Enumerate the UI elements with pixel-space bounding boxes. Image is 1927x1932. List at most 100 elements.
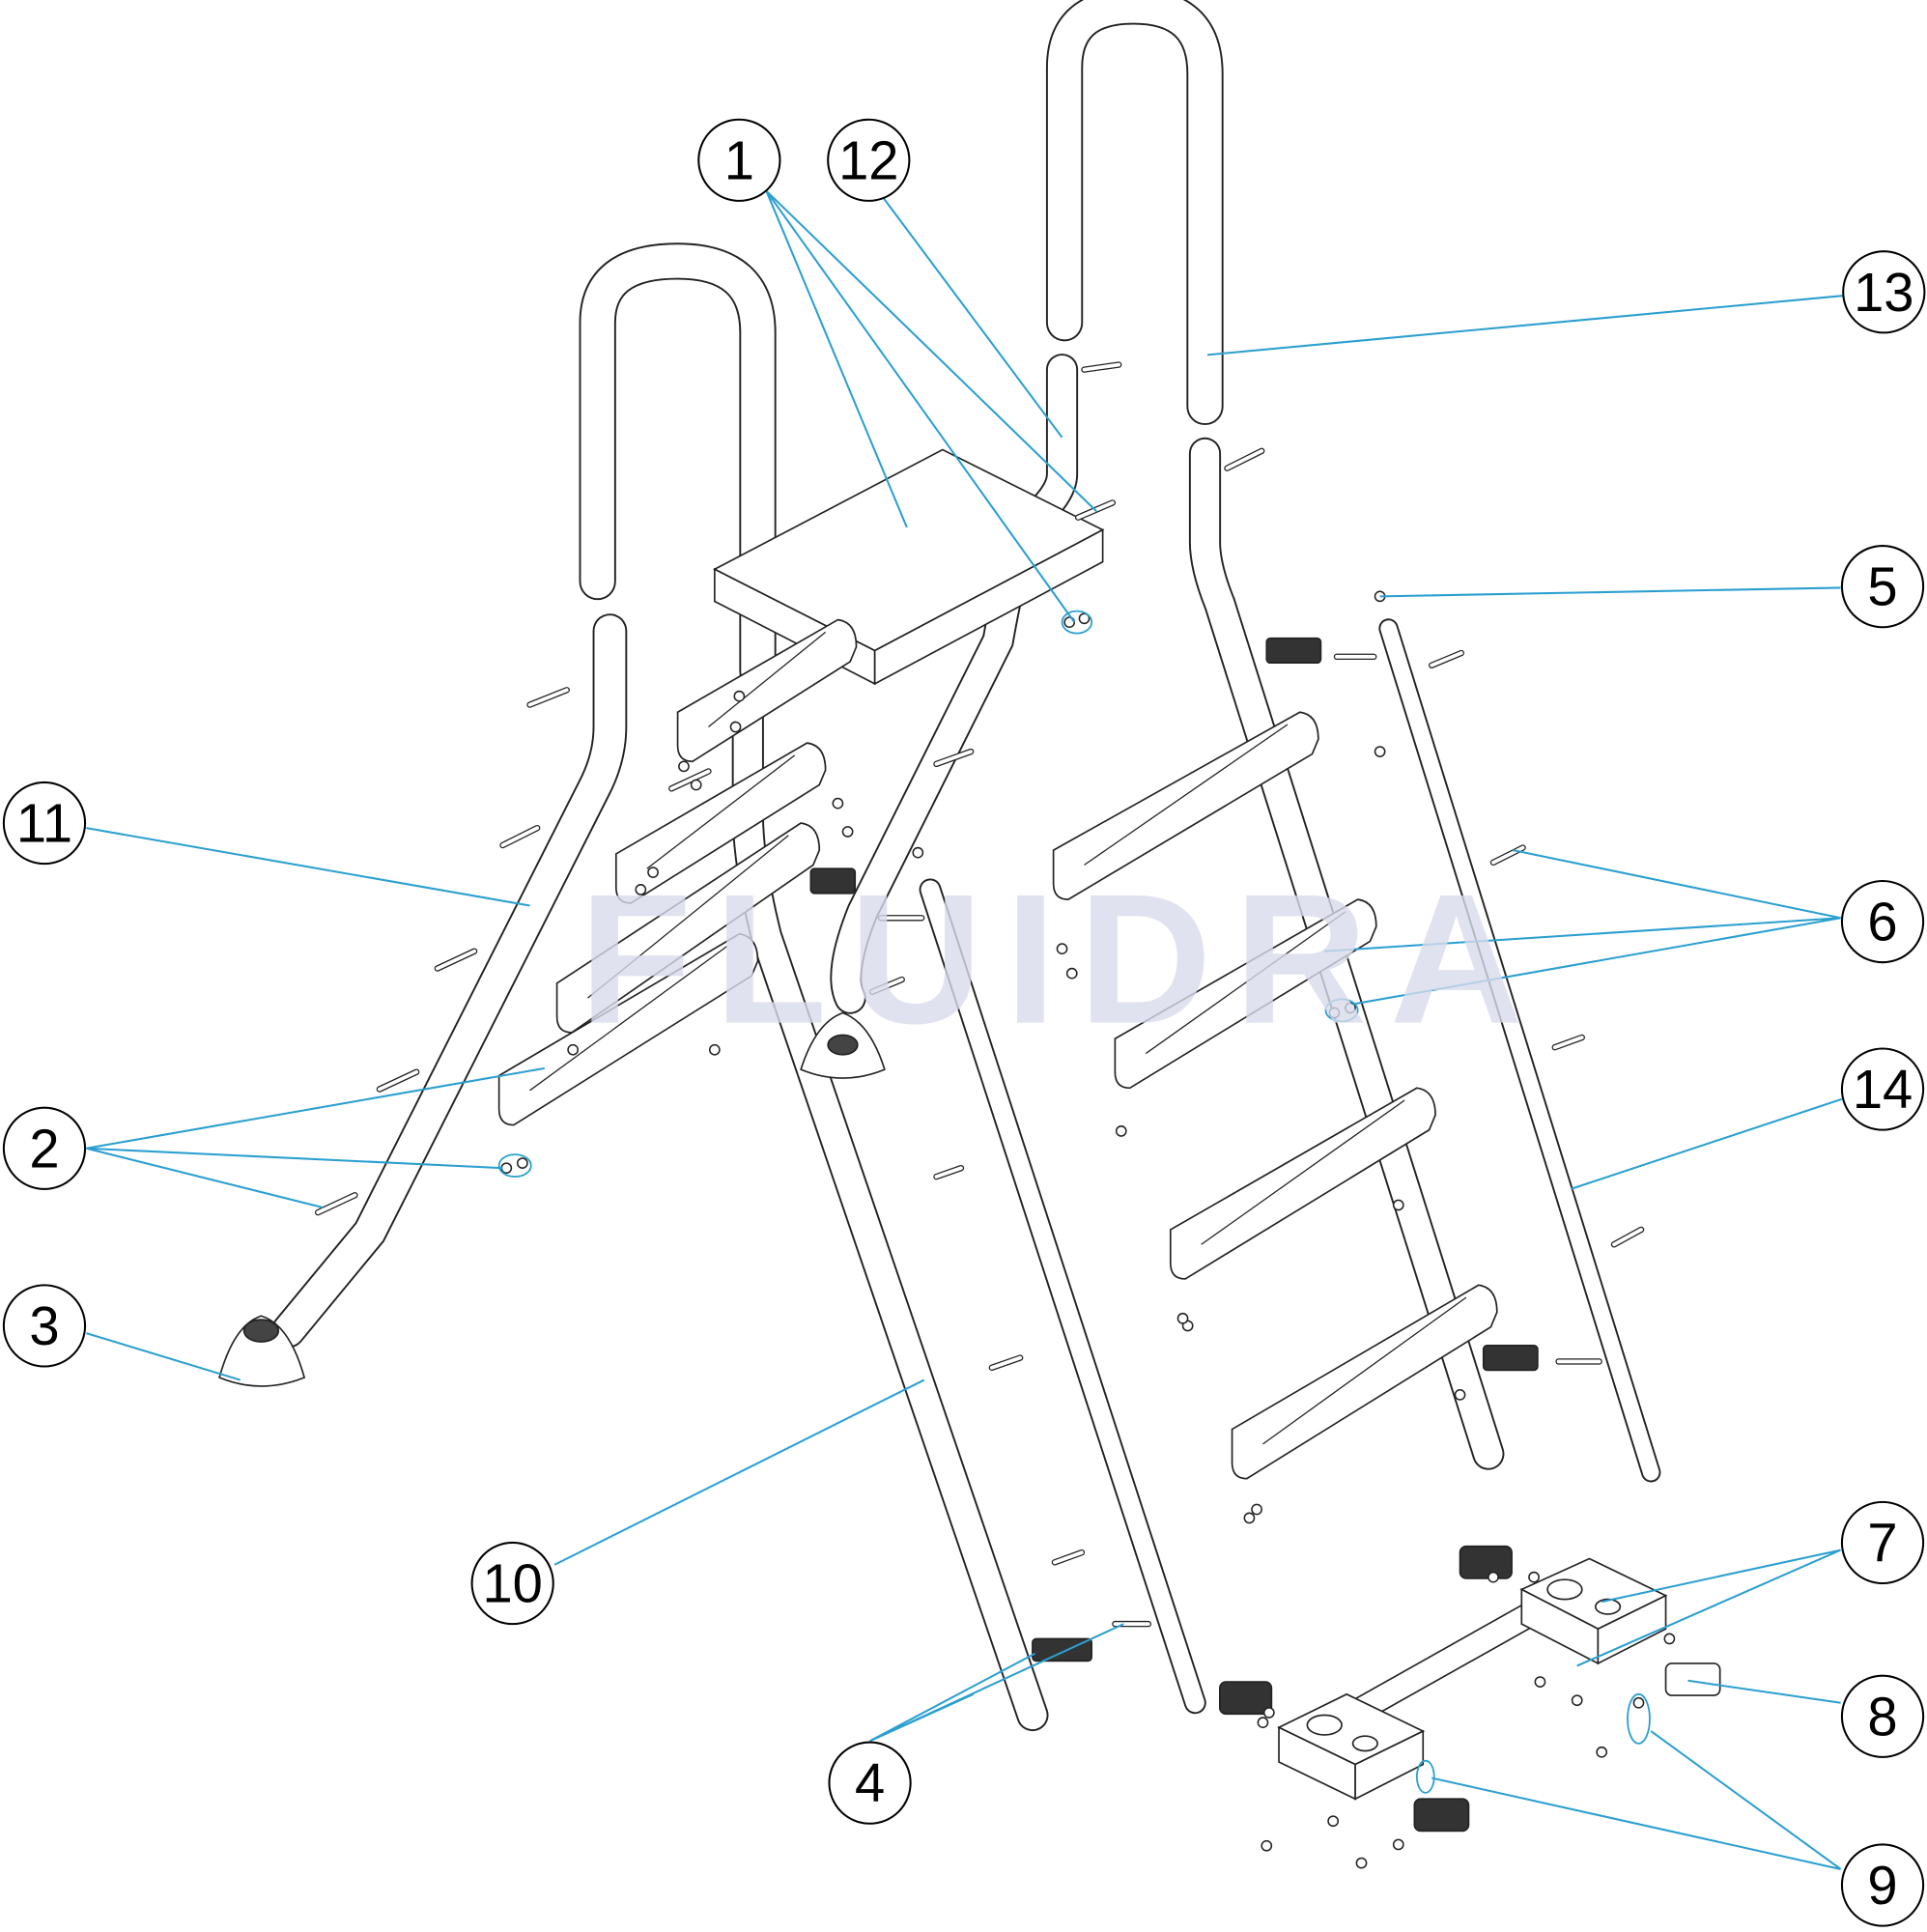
- step-tread: [1114, 898, 1377, 1090]
- step-edge: [646, 754, 796, 869]
- step-tread: [1169, 1087, 1436, 1280]
- nut: [690, 779, 702, 791]
- callout-5: 5: [1840, 545, 1925, 629]
- nut: [841, 826, 854, 838]
- steps: [497, 618, 1498, 1480]
- screw-fill: [1430, 651, 1463, 668]
- callout-7: 7: [1840, 1500, 1925, 1585]
- nut: [1115, 1125, 1127, 1137]
- nut: [635, 884, 647, 895]
- nut: [1355, 1857, 1368, 1869]
- callout-12: 12: [827, 118, 911, 202]
- screws-and-nuts: [314, 361, 1676, 1869]
- brackets: [809, 637, 1539, 1662]
- step-edge: [708, 631, 827, 728]
- nut: [832, 797, 844, 810]
- leader-lines: [86, 189, 1844, 1870]
- step-tread: [676, 618, 858, 763]
- svg-text:12: 12: [838, 129, 898, 190]
- step-tread: [614, 742, 827, 904]
- screw-fill: [934, 1166, 963, 1179]
- right-rear-rail-fill: [1190, 439, 1503, 1468]
- nut: [1176, 1312, 1189, 1324]
- callout-13: 13: [1842, 250, 1926, 334]
- callout-4: 4: [828, 1741, 912, 1825]
- fluidra-watermark: FLUIDRA: [580, 856, 1545, 1063]
- nut: [1374, 746, 1386, 757]
- right-thin-rail-fill: [1380, 620, 1659, 1481]
- svg-text:7: 7: [1867, 1512, 1897, 1573]
- step-tread: [1052, 711, 1319, 900]
- nut: [1262, 1707, 1275, 1719]
- svg-text:1: 1: [724, 129, 754, 190]
- step-edge: [587, 835, 789, 999]
- nut: [1534, 1676, 1546, 1688]
- callout-6: 6: [1840, 879, 1925, 964]
- screw-fill: [1491, 845, 1525, 865]
- callout-10: 10: [470, 1541, 554, 1626]
- right-handrail-fill: [1047, 0, 1222, 424]
- screw-fill: [1612, 1228, 1643, 1247]
- nut: [1488, 1571, 1499, 1583]
- svg-text:14: 14: [1853, 1059, 1913, 1120]
- nut: [517, 1157, 528, 1169]
- svg-text:4: 4: [855, 1752, 885, 1813]
- svg-text:2: 2: [29, 1118, 59, 1179]
- highlight-ring: [497, 1153, 532, 1179]
- step-edge: [1084, 724, 1289, 866]
- screw-fill: [435, 949, 477, 971]
- callout-11: 11: [2, 781, 87, 866]
- step-edge: [1201, 1099, 1405, 1245]
- end-caps: [1218, 1545, 1721, 1833]
- nut: [1243, 1512, 1256, 1524]
- highlight-ring: [1415, 1759, 1435, 1794]
- step-tread: [555, 822, 821, 1034]
- step-edge: [1262, 1296, 1467, 1445]
- svg-text:3: 3: [29, 1295, 59, 1356]
- screw-fill: [377, 1069, 419, 1092]
- nut: [1251, 1503, 1262, 1516]
- nut: [1328, 1007, 1341, 1019]
- nut: [1345, 1002, 1356, 1014]
- middle-thin-rail-fill: [921, 880, 1204, 1713]
- svg-text:11: 11: [16, 793, 72, 854]
- nut: [708, 1043, 721, 1056]
- svg-text:9: 9: [1867, 1855, 1897, 1916]
- nut: [678, 760, 690, 773]
- svg-text:8: 8: [1867, 1686, 1897, 1747]
- screw-fill: [500, 826, 540, 847]
- step-tread: [1231, 1284, 1498, 1480]
- step-edge: [529, 946, 727, 1092]
- nut: [1596, 1746, 1608, 1758]
- screw-fill: [1552, 1036, 1584, 1050]
- nut: [733, 690, 746, 702]
- callout-3: 3: [2, 1284, 87, 1368]
- nut: [729, 721, 742, 733]
- callout-14: 14: [1840, 1047, 1925, 1131]
- nut: [1257, 1717, 1269, 1729]
- screw-fill: [934, 750, 974, 766]
- svg-text:13: 13: [1854, 262, 1913, 323]
- nut: [567, 1043, 580, 1056]
- nut: [1261, 1839, 1273, 1852]
- foot-cap-part: [218, 1011, 886, 1387]
- callout-9: 9: [1840, 1843, 1925, 1927]
- nut: [1528, 1571, 1540, 1583]
- nut: [500, 1162, 513, 1175]
- callout-8: 8: [1840, 1674, 1925, 1758]
- screw-fill: [316, 1193, 357, 1215]
- screw-fill: [669, 769, 711, 791]
- highlight-ring: [1324, 998, 1359, 1023]
- screw-fill: [1225, 448, 1264, 470]
- screw-fill: [1082, 362, 1121, 372]
- right-handrail: [1045, 0, 1224, 426]
- highlight-ring: [1061, 610, 1093, 635]
- nut: [647, 867, 659, 878]
- svg-text:10: 10: [482, 1553, 542, 1614]
- svg-text:5: 5: [1867, 556, 1897, 617]
- screw-fill: [870, 978, 904, 994]
- callout-1: 1: [697, 118, 781, 202]
- step-tread: [497, 932, 759, 1126]
- screw-fill: [1052, 1550, 1084, 1565]
